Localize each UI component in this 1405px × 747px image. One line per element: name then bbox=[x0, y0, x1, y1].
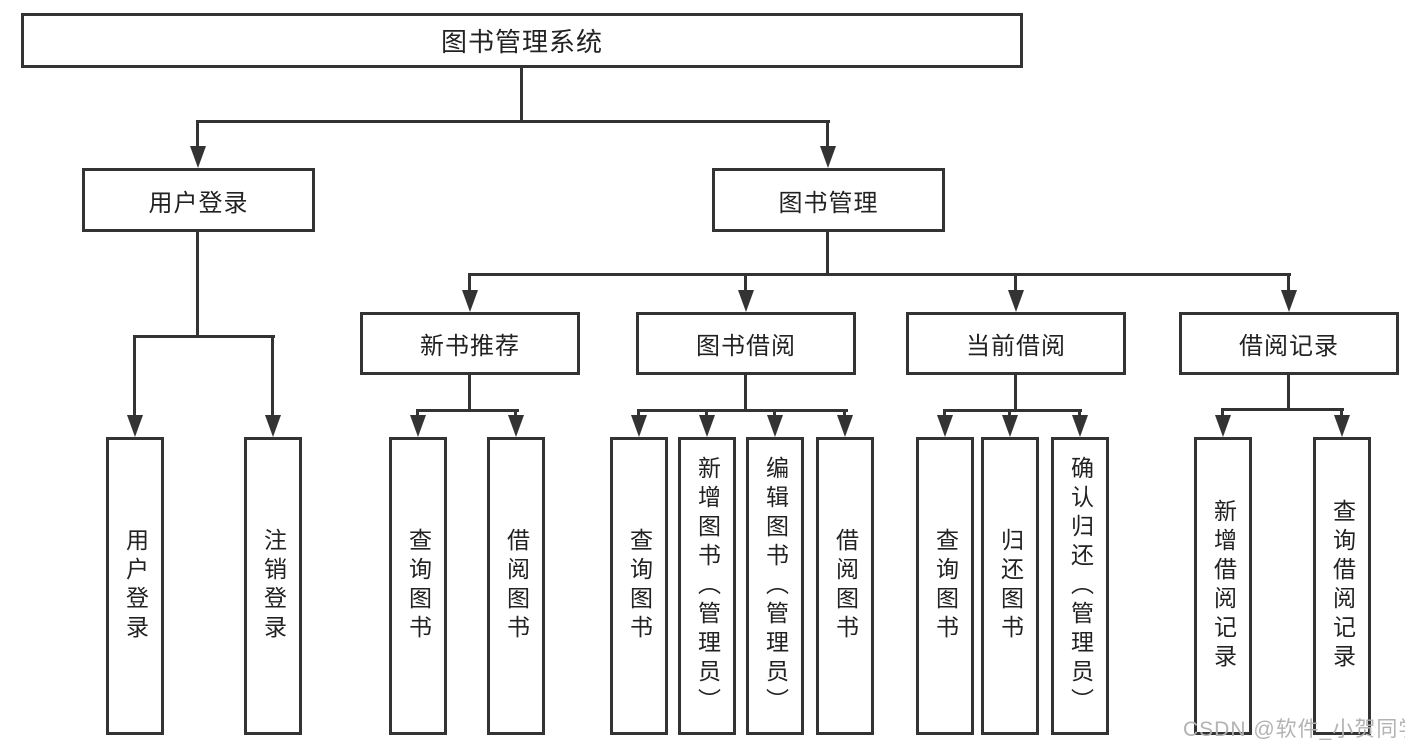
leaf-query-books-current: 查询图书 bbox=[916, 437, 974, 735]
connector-vline bbox=[1287, 273, 1290, 293]
connector-vline bbox=[196, 232, 199, 335]
arrow-down-icon bbox=[410, 415, 426, 437]
connector-hline bbox=[133, 335, 275, 338]
node-current-borrowing: 当前借阅 bbox=[906, 312, 1126, 375]
leaf-user-login: 用户登录 bbox=[106, 437, 164, 735]
leaf-label: 借阅图书 bbox=[832, 528, 859, 644]
connector-vline bbox=[514, 409, 517, 417]
leaf-edit-books-admin: 编辑图书（管理员） bbox=[746, 437, 804, 735]
arrow-down-icon bbox=[738, 290, 754, 312]
leaf-borrow-books-recommend: 借阅图书 bbox=[487, 437, 545, 735]
connector-vline bbox=[1340, 408, 1343, 417]
arrow-down-icon bbox=[767, 415, 783, 437]
node-book-borrowing: 图书借阅 bbox=[636, 312, 856, 375]
connector-hline bbox=[1221, 408, 1344, 411]
node-borrowing-records: 借阅记录 bbox=[1179, 312, 1399, 375]
connector-vline bbox=[133, 335, 136, 417]
leaf-label: 注销登录 bbox=[260, 528, 287, 644]
connector-vline bbox=[271, 335, 274, 417]
connector-vline bbox=[1287, 375, 1290, 408]
arrow-down-icon bbox=[1072, 415, 1088, 437]
leaf-label: 借阅图书 bbox=[503, 528, 530, 644]
leaf-label: 查询图书 bbox=[626, 528, 653, 644]
csdn-watermark: CSDN @软件_小贺同学 bbox=[1183, 718, 1405, 741]
arrow-down-icon bbox=[820, 146, 836, 168]
arrow-down-icon bbox=[1008, 290, 1024, 312]
leaf-label: 新增借阅记录 bbox=[1210, 499, 1237, 673]
node-book-management: 图书管理 bbox=[712, 168, 945, 232]
arrow-down-icon bbox=[1281, 290, 1297, 312]
connector-vline bbox=[1014, 273, 1017, 293]
connector-vline bbox=[1008, 409, 1011, 417]
connector-vline bbox=[1014, 375, 1017, 409]
arrow-down-icon bbox=[127, 415, 143, 437]
leaf-label: 用户登录 bbox=[122, 528, 149, 644]
leaf-return-books: 归还图书 bbox=[981, 437, 1039, 735]
arrow-down-icon bbox=[462, 290, 478, 312]
leaf-label: 确认归还（管理员） bbox=[1067, 455, 1094, 717]
connector-vline bbox=[744, 375, 747, 409]
arrow-down-icon bbox=[1334, 415, 1350, 437]
connector-vline bbox=[196, 120, 199, 148]
leaf-logout: 注销登录 bbox=[244, 437, 302, 735]
leaf-label: 编辑图书（管理员） bbox=[762, 455, 789, 717]
leaf-borrow-books: 借阅图书 bbox=[816, 437, 874, 735]
arrow-down-icon bbox=[190, 146, 206, 168]
leaf-query-borrow-record: 查询借阅记录 bbox=[1313, 437, 1371, 735]
connector-vline bbox=[468, 273, 471, 293]
connector-vline bbox=[773, 409, 776, 417]
connector-hline bbox=[416, 409, 519, 412]
connector-vline bbox=[705, 409, 708, 417]
leaf-confirm-return-admin: 确认归还（管理员） bbox=[1051, 437, 1109, 735]
connector-vline bbox=[637, 409, 640, 417]
connector-vline bbox=[943, 409, 946, 417]
connector-vline bbox=[468, 375, 471, 409]
leaf-add-books-admin: 新增图书（管理员） bbox=[678, 437, 736, 735]
connector-vline bbox=[416, 409, 419, 417]
connector-vline bbox=[1221, 408, 1224, 417]
connector-vline bbox=[1078, 409, 1081, 417]
connector-vline bbox=[520, 68, 523, 120]
connector-vline bbox=[826, 120, 829, 148]
leaf-query-books-recommend: 查询图书 bbox=[389, 437, 447, 735]
leaf-label: 归还图书 bbox=[997, 528, 1024, 644]
leaf-label: 查询借阅记录 bbox=[1329, 499, 1356, 673]
node-root-library-management-system: 图书管理系统 bbox=[21, 13, 1023, 68]
leaf-query-books-borrowing: 查询图书 bbox=[610, 437, 668, 735]
connector-hline bbox=[196, 120, 830, 123]
arrow-down-icon bbox=[837, 415, 853, 437]
arrow-down-icon bbox=[1215, 415, 1231, 437]
arrow-down-icon bbox=[508, 415, 524, 437]
arrow-down-icon bbox=[937, 415, 953, 437]
leaf-label: 查询图书 bbox=[932, 528, 959, 644]
connector-hline bbox=[468, 273, 1291, 276]
connector-vline bbox=[744, 273, 747, 293]
connector-hline bbox=[943, 409, 1082, 412]
leaf-label: 查询图书 bbox=[405, 528, 432, 644]
arrow-down-icon bbox=[631, 415, 647, 437]
node-new-book-recommendation: 新书推荐 bbox=[360, 312, 580, 375]
node-user-login: 用户登录 bbox=[82, 168, 315, 232]
arrow-down-icon bbox=[265, 415, 281, 437]
connector-hline bbox=[637, 409, 848, 412]
connector-vline bbox=[826, 232, 829, 273]
leaf-add-borrow-record: 新增借阅记录 bbox=[1194, 437, 1252, 735]
leaf-label: 新增图书（管理员） bbox=[694, 455, 721, 717]
arrow-down-icon bbox=[699, 415, 715, 437]
arrow-down-icon bbox=[1002, 415, 1018, 437]
connector-vline bbox=[843, 409, 846, 417]
